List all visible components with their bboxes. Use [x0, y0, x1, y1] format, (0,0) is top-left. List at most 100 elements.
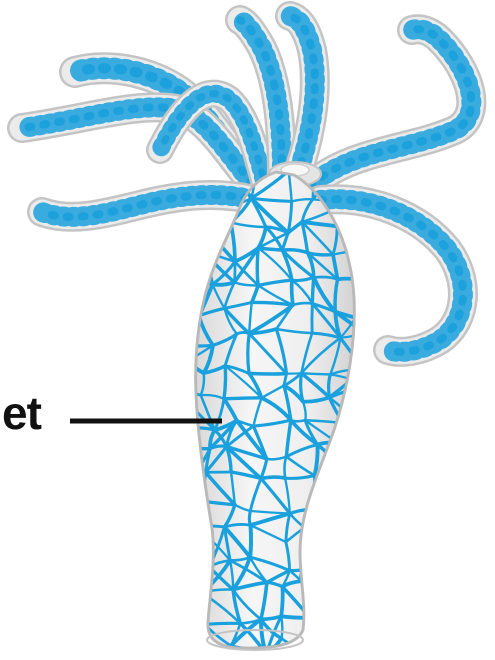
network-strand	[339, 443, 362, 451]
network-strand	[184, 541, 189, 560]
network-strand	[331, 533, 358, 537]
network-strand	[307, 650, 340, 653]
network-strand	[341, 451, 362, 469]
network-strand	[337, 620, 365, 622]
network-strand	[185, 623, 205, 625]
network-strand	[310, 618, 337, 622]
network-strand	[361, 220, 365, 249]
network-strand	[355, 318, 365, 334]
network-strand	[331, 508, 367, 537]
network-strand	[174, 582, 205, 624]
network-strand	[250, 525, 251, 557]
network-strand	[358, 451, 362, 479]
network-strand	[344, 497, 366, 507]
network-strand	[317, 497, 344, 509]
network-strand	[237, 332, 249, 334]
network-strand	[175, 510, 198, 527]
network-strand	[184, 653, 212, 655]
network-strand	[184, 429, 187, 448]
network-strand	[359, 386, 369, 425]
network-strand	[356, 564, 357, 598]
network-strand	[336, 555, 357, 564]
tentacle-left-lower	[42, 195, 262, 217]
network-strand	[186, 222, 200, 223]
network-strand	[175, 501, 203, 510]
network-strand	[334, 555, 336, 582]
network-strand	[337, 220, 360, 226]
network-strand	[363, 333, 365, 369]
network-strand	[189, 561, 209, 567]
network-strand	[343, 423, 359, 425]
network-strand	[339, 424, 360, 443]
network-strand	[292, 280, 293, 305]
network-strand	[204, 251, 213, 284]
network-strand	[198, 501, 203, 527]
network-strand	[334, 564, 356, 583]
network-strand	[334, 583, 357, 598]
network-strand	[337, 622, 340, 650]
network-strand	[357, 508, 366, 533]
network-strand	[304, 527, 305, 569]
network-strand	[184, 527, 198, 541]
network-strand	[202, 593, 205, 625]
callout-label: et	[2, 388, 41, 438]
network-strand	[338, 279, 359, 280]
network-strand	[176, 361, 187, 389]
network-strand	[200, 222, 231, 223]
network-strand	[304, 497, 344, 527]
network-strand	[281, 616, 310, 618]
network-strand	[174, 582, 202, 592]
network-strand	[185, 315, 199, 317]
network-strand	[174, 582, 185, 622]
network-strand	[359, 424, 362, 451]
network-strand	[331, 497, 345, 537]
network-strand	[224, 366, 226, 399]
network-strand	[184, 541, 209, 567]
network-strand	[187, 246, 203, 251]
network-strand	[184, 623, 185, 653]
network-strand	[224, 398, 262, 399]
network-strand	[343, 423, 362, 451]
network-strand	[186, 345, 187, 361]
network-strand	[304, 527, 330, 537]
network-strand	[198, 527, 209, 566]
network-strand	[187, 222, 199, 246]
network-strand	[344, 497, 357, 533]
network-strand	[358, 479, 366, 508]
network-strand	[184, 501, 202, 541]
body-column	[171, 165, 370, 655]
network-strand	[338, 443, 340, 469]
network-strand	[186, 223, 188, 246]
network-strand	[359, 249, 364, 280]
network-strand	[334, 583, 337, 622]
network-strand	[357, 533, 358, 564]
network-strand	[281, 587, 282, 617]
network-strand	[202, 567, 209, 593]
network-strand	[174, 561, 189, 583]
network-strand	[340, 650, 370, 651]
network-strand	[331, 537, 337, 555]
network-strand	[301, 373, 330, 374]
tentacle-far-right-upper	[310, 29, 471, 186]
network-strand	[171, 165, 202, 178]
network-strand	[304, 555, 336, 569]
network-strand	[339, 423, 343, 443]
network-strand	[185, 317, 187, 345]
network-strand	[357, 598, 365, 621]
network-strand	[365, 620, 370, 651]
network-strand	[337, 598, 357, 622]
network-strand	[355, 280, 359, 318]
network-strand	[249, 373, 286, 374]
network-strand	[304, 570, 335, 583]
network-strand	[175, 486, 185, 510]
network-strand	[307, 618, 310, 653]
network-strand	[261, 477, 285, 478]
network-strand	[187, 345, 213, 346]
tentacle-top-right	[290, 16, 315, 178]
network-strand	[329, 374, 331, 397]
network-strand	[301, 581, 334, 583]
network-strand	[205, 623, 240, 624]
network-strand	[175, 510, 184, 541]
network-strand	[304, 527, 336, 555]
